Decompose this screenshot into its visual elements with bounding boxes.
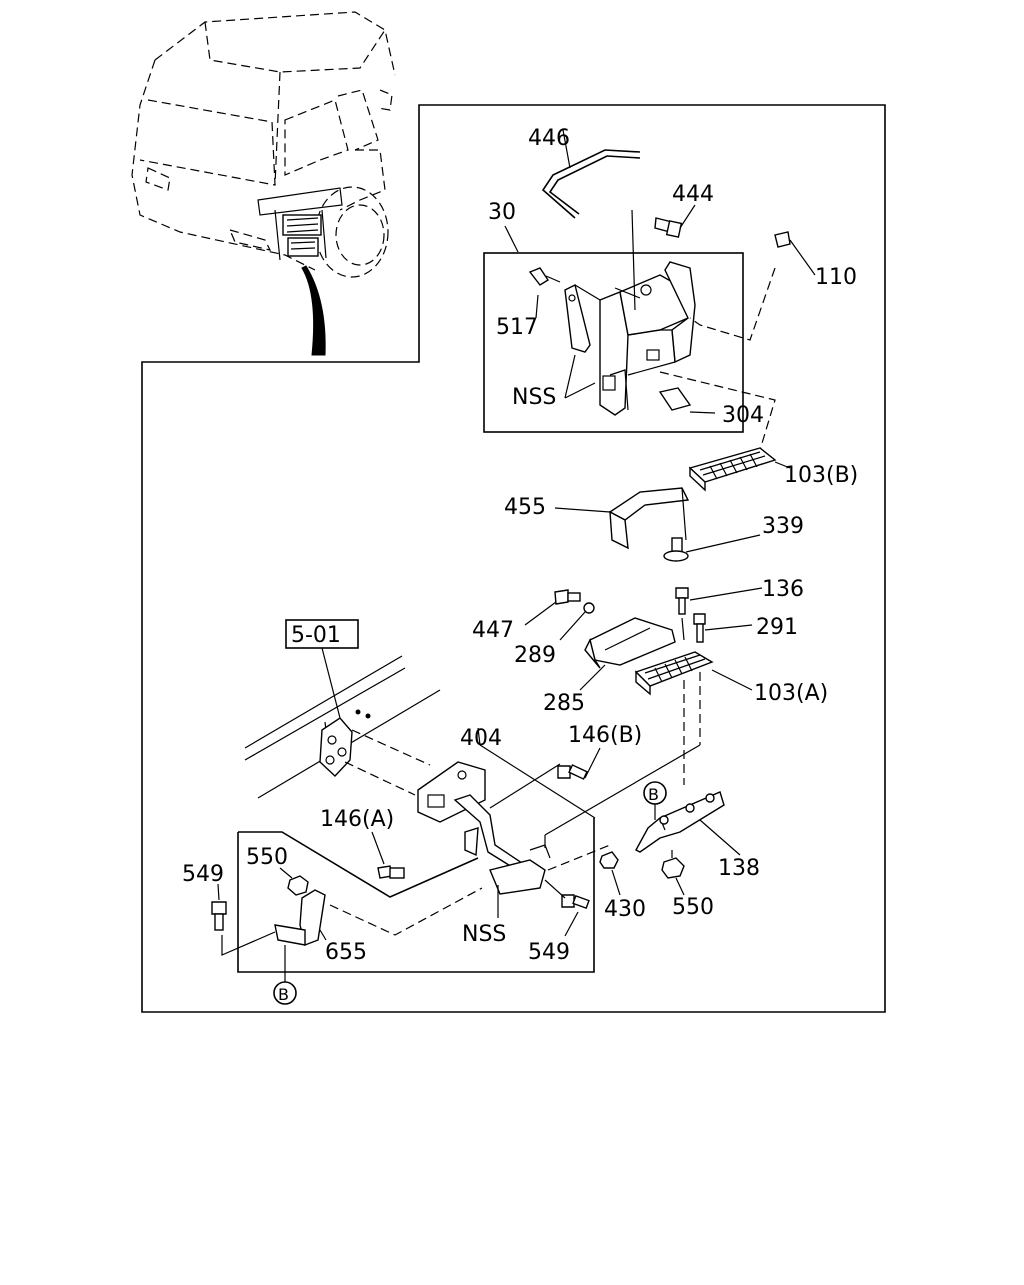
truck-cab-overview <box>131 11 396 356</box>
part-103a-step-tread <box>634 651 753 785</box>
label-103a: 103(A) <box>754 681 828 706</box>
label-655: 655 <box>325 940 367 965</box>
label-550-left: 550 <box>246 845 288 870</box>
label-nss-upper: NSS <box>512 385 556 410</box>
label-5-01: 5-01 <box>291 623 341 648</box>
part-136-bolt <box>675 587 763 641</box>
label-285: 285 <box>543 691 585 716</box>
label-146b: 146(B) <box>568 723 642 748</box>
part-444-bolt <box>654 204 696 238</box>
label-549-left: 549 <box>182 862 224 887</box>
marker-b-right <box>643 781 667 820</box>
label-404: 404 <box>460 726 502 751</box>
label-289: 289 <box>514 643 556 668</box>
part-304-clip <box>658 387 716 414</box>
part-404-step-arm <box>417 727 596 895</box>
label-30: 30 <box>488 200 516 225</box>
part-446-bent-rod <box>541 129 641 219</box>
part-655-bracket <box>274 889 327 946</box>
label-291: 291 <box>756 615 798 640</box>
label-444: 444 <box>672 182 714 207</box>
label-110: 110 <box>815 265 857 290</box>
part-289-washer <box>559 602 595 641</box>
label-455: 455 <box>504 495 546 520</box>
label-446: 446 <box>528 126 570 151</box>
part-549-bolt-left <box>211 883 276 956</box>
label-304: 304 <box>722 403 764 428</box>
part-550-nut-left <box>279 867 309 896</box>
part-550-nut-right <box>661 850 685 896</box>
label-517: 517 <box>496 315 538 340</box>
label-136: 136 <box>762 577 804 602</box>
part-285-bracket <box>579 617 676 691</box>
label-447: 447 <box>472 618 514 643</box>
part-517-bolt <box>528 267 561 319</box>
label-549-right: 549 <box>528 940 570 965</box>
part-103b-step-tread <box>688 447 791 492</box>
lower-assembly-box <box>237 818 595 973</box>
label-b-right: B <box>648 785 659 804</box>
marker-b-left <box>273 945 297 1005</box>
part-110-bolt <box>689 231 816 341</box>
label-b-left: B <box>278 985 289 1004</box>
part-nss-plate-upper <box>564 283 601 353</box>
part-430-nut <box>599 851 621 896</box>
part-339-pin <box>663 534 761 562</box>
part-291-bolt <box>693 613 753 643</box>
label-138: 138 <box>718 856 760 881</box>
diagram-frame <box>141 104 886 1013</box>
label-nss-lower: NSS <box>462 922 506 947</box>
label-103b: 103(B) <box>784 463 858 488</box>
label-550-right: 550 <box>672 895 714 920</box>
label-146a: 146(A) <box>320 807 394 832</box>
part-146a-bolt <box>371 831 405 879</box>
part-30-assembly-box <box>483 252 744 433</box>
part-5-01-plate <box>319 709 431 796</box>
part-138-step-cover <box>635 791 741 856</box>
part-447-bolt <box>524 589 581 626</box>
label-430: 430 <box>604 897 646 922</box>
part-146b-bolt <box>557 747 601 780</box>
part-30-bracket <box>599 209 696 416</box>
label-339: 339 <box>762 514 804 539</box>
part-549-bolt-right <box>544 879 590 937</box>
part-455-bracket <box>554 487 690 550</box>
